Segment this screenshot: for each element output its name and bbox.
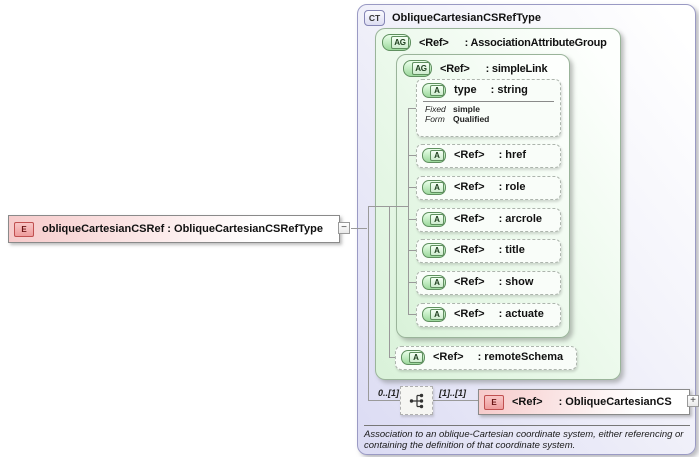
tree-branch-line <box>368 206 408 207</box>
simplelink-header: AG <Ref> : simpleLink <box>397 55 569 77</box>
element-badge: E <box>484 394 504 410</box>
sequence-icon <box>409 393 423 408</box>
complex-type-badge-icon: CT <box>364 10 385 26</box>
facet-fixed: Fixed simple <box>425 104 480 114</box>
sequence-compositor[interactable] <box>400 386 433 415</box>
attr-stub-show <box>408 282 417 283</box>
attribute-tree-line <box>408 108 409 314</box>
simplelink-badge-icon: AG <box>403 60 432 77</box>
attribute-name: <Ref> <box>454 244 485 256</box>
attribute-type-label: : show <box>498 276 534 288</box>
attribute-group-header: AG <Ref> : AssociationAttributeGroup <box>376 29 620 51</box>
ag-ref-label: <Ref> <box>419 36 449 49</box>
attribute-name: type <box>454 84 477 96</box>
attribute-name: <Ref> <box>454 308 485 320</box>
remoteschema-tree-line <box>389 206 390 358</box>
attribute-name: <Ref> <box>454 213 485 225</box>
attribute-badge-icon: A <box>422 82 446 98</box>
occurrence-right: [1]..[1] <box>439 388 466 398</box>
complex-type-title: ObliqueCartesianCSRefType <box>392 12 541 24</box>
annotation-text: Association to an oblique-Cartesian coor… <box>364 429 684 452</box>
attribute-type-label: : title <box>498 244 525 256</box>
simplelink-ref-label: <Ref> <box>440 62 470 75</box>
attribute-show[interactable]: A <Ref> : show <box>416 271 561 295</box>
element-obliqueCartesianCSRef[interactable]: E obliqueCartesianCSRef : ObliqueCartesi… <box>8 215 340 243</box>
sequence-branch-line <box>368 400 400 401</box>
ag-type-label: : AssociationAttributeGroup <box>464 36 607 49</box>
annotation-separator <box>364 425 690 426</box>
attribute-type-label: : arcrole <box>498 213 542 225</box>
attribute-type-label: : role <box>498 181 526 193</box>
tree-trunk-line <box>368 206 369 401</box>
element-ref-label: <Ref> <box>512 396 543 408</box>
attribute-name: <Ref> <box>433 351 464 363</box>
attribute-type[interactable]: A type : string Fixed simple Form Qualif… <box>416 79 561 137</box>
attribute-badge-icon: A <box>422 147 446 163</box>
connector-line <box>351 228 367 229</box>
sequence-to-element-line <box>431 400 478 401</box>
collapse-button[interactable]: − <box>338 222 350 234</box>
attribute-badge-icon: A <box>422 179 446 195</box>
attribute-type-label: : href <box>498 149 527 161</box>
attribute-remoteSchema[interactable]: A <Ref> : remoteSchema <box>395 346 577 370</box>
attr-stub-arcrole <box>408 219 417 220</box>
attribute-badge-icon: A <box>401 349 425 365</box>
facet-separator <box>423 101 554 102</box>
attribute-badge-icon: A <box>422 274 446 290</box>
attribute-type-label: : actuate <box>498 308 544 320</box>
element-ObliqueCartesianCS[interactable]: E <Ref> : ObliqueCartesianCS <box>478 389 690 415</box>
attribute-name: <Ref> <box>454 149 485 161</box>
element-label: obliqueCartesianCSRef : ObliqueCartesian… <box>42 223 323 235</box>
complex-type-ObliqueCartesianCSRefType[interactable]: CT ObliqueCartesianCSRefType AG <Ref> : … <box>357 4 699 455</box>
attribute-group-badge-icon: AG <box>382 34 411 51</box>
facet-form: Form Qualified <box>425 114 490 124</box>
attribute-type-label: : remoteSchema <box>477 351 564 363</box>
attribute-badge-icon: A <box>422 306 446 322</box>
element-type-label: : ObliqueCartesianCS <box>558 396 672 408</box>
simplelink-type-label: : simpleLink <box>485 62 548 75</box>
attr-stub-actuate <box>408 314 417 315</box>
attribute-arcrole[interactable]: A <Ref> : arcrole <box>416 208 561 232</box>
attribute-badge-icon: A <box>422 211 446 227</box>
expand-button[interactable]: + <box>687 395 699 407</box>
attr-stub-href <box>408 155 417 156</box>
complex-type-header: CT ObliqueCartesianCSRefType <box>364 10 541 26</box>
attr-stub-role <box>408 187 417 188</box>
attribute-type-label: : string <box>490 84 528 96</box>
attribute-name: <Ref> <box>454 181 485 193</box>
attribute-role[interactable]: A <Ref> : role <box>416 176 561 200</box>
attr-stub-title <box>408 250 417 251</box>
attribute-name: <Ref> <box>454 276 485 288</box>
remoteschema-stub <box>389 357 395 358</box>
attr-stub-type <box>408 108 417 109</box>
attribute-href[interactable]: A <Ref> : href <box>416 144 561 168</box>
attribute-title[interactable]: A <Ref> : title <box>416 239 561 263</box>
attribute-badge-icon: A <box>422 242 446 258</box>
occurrence-left: 0..[1] <box>377 388 399 398</box>
element-badge: E <box>14 221 34 237</box>
attribute-actuate[interactable]: A <Ref> : actuate <box>416 303 561 327</box>
